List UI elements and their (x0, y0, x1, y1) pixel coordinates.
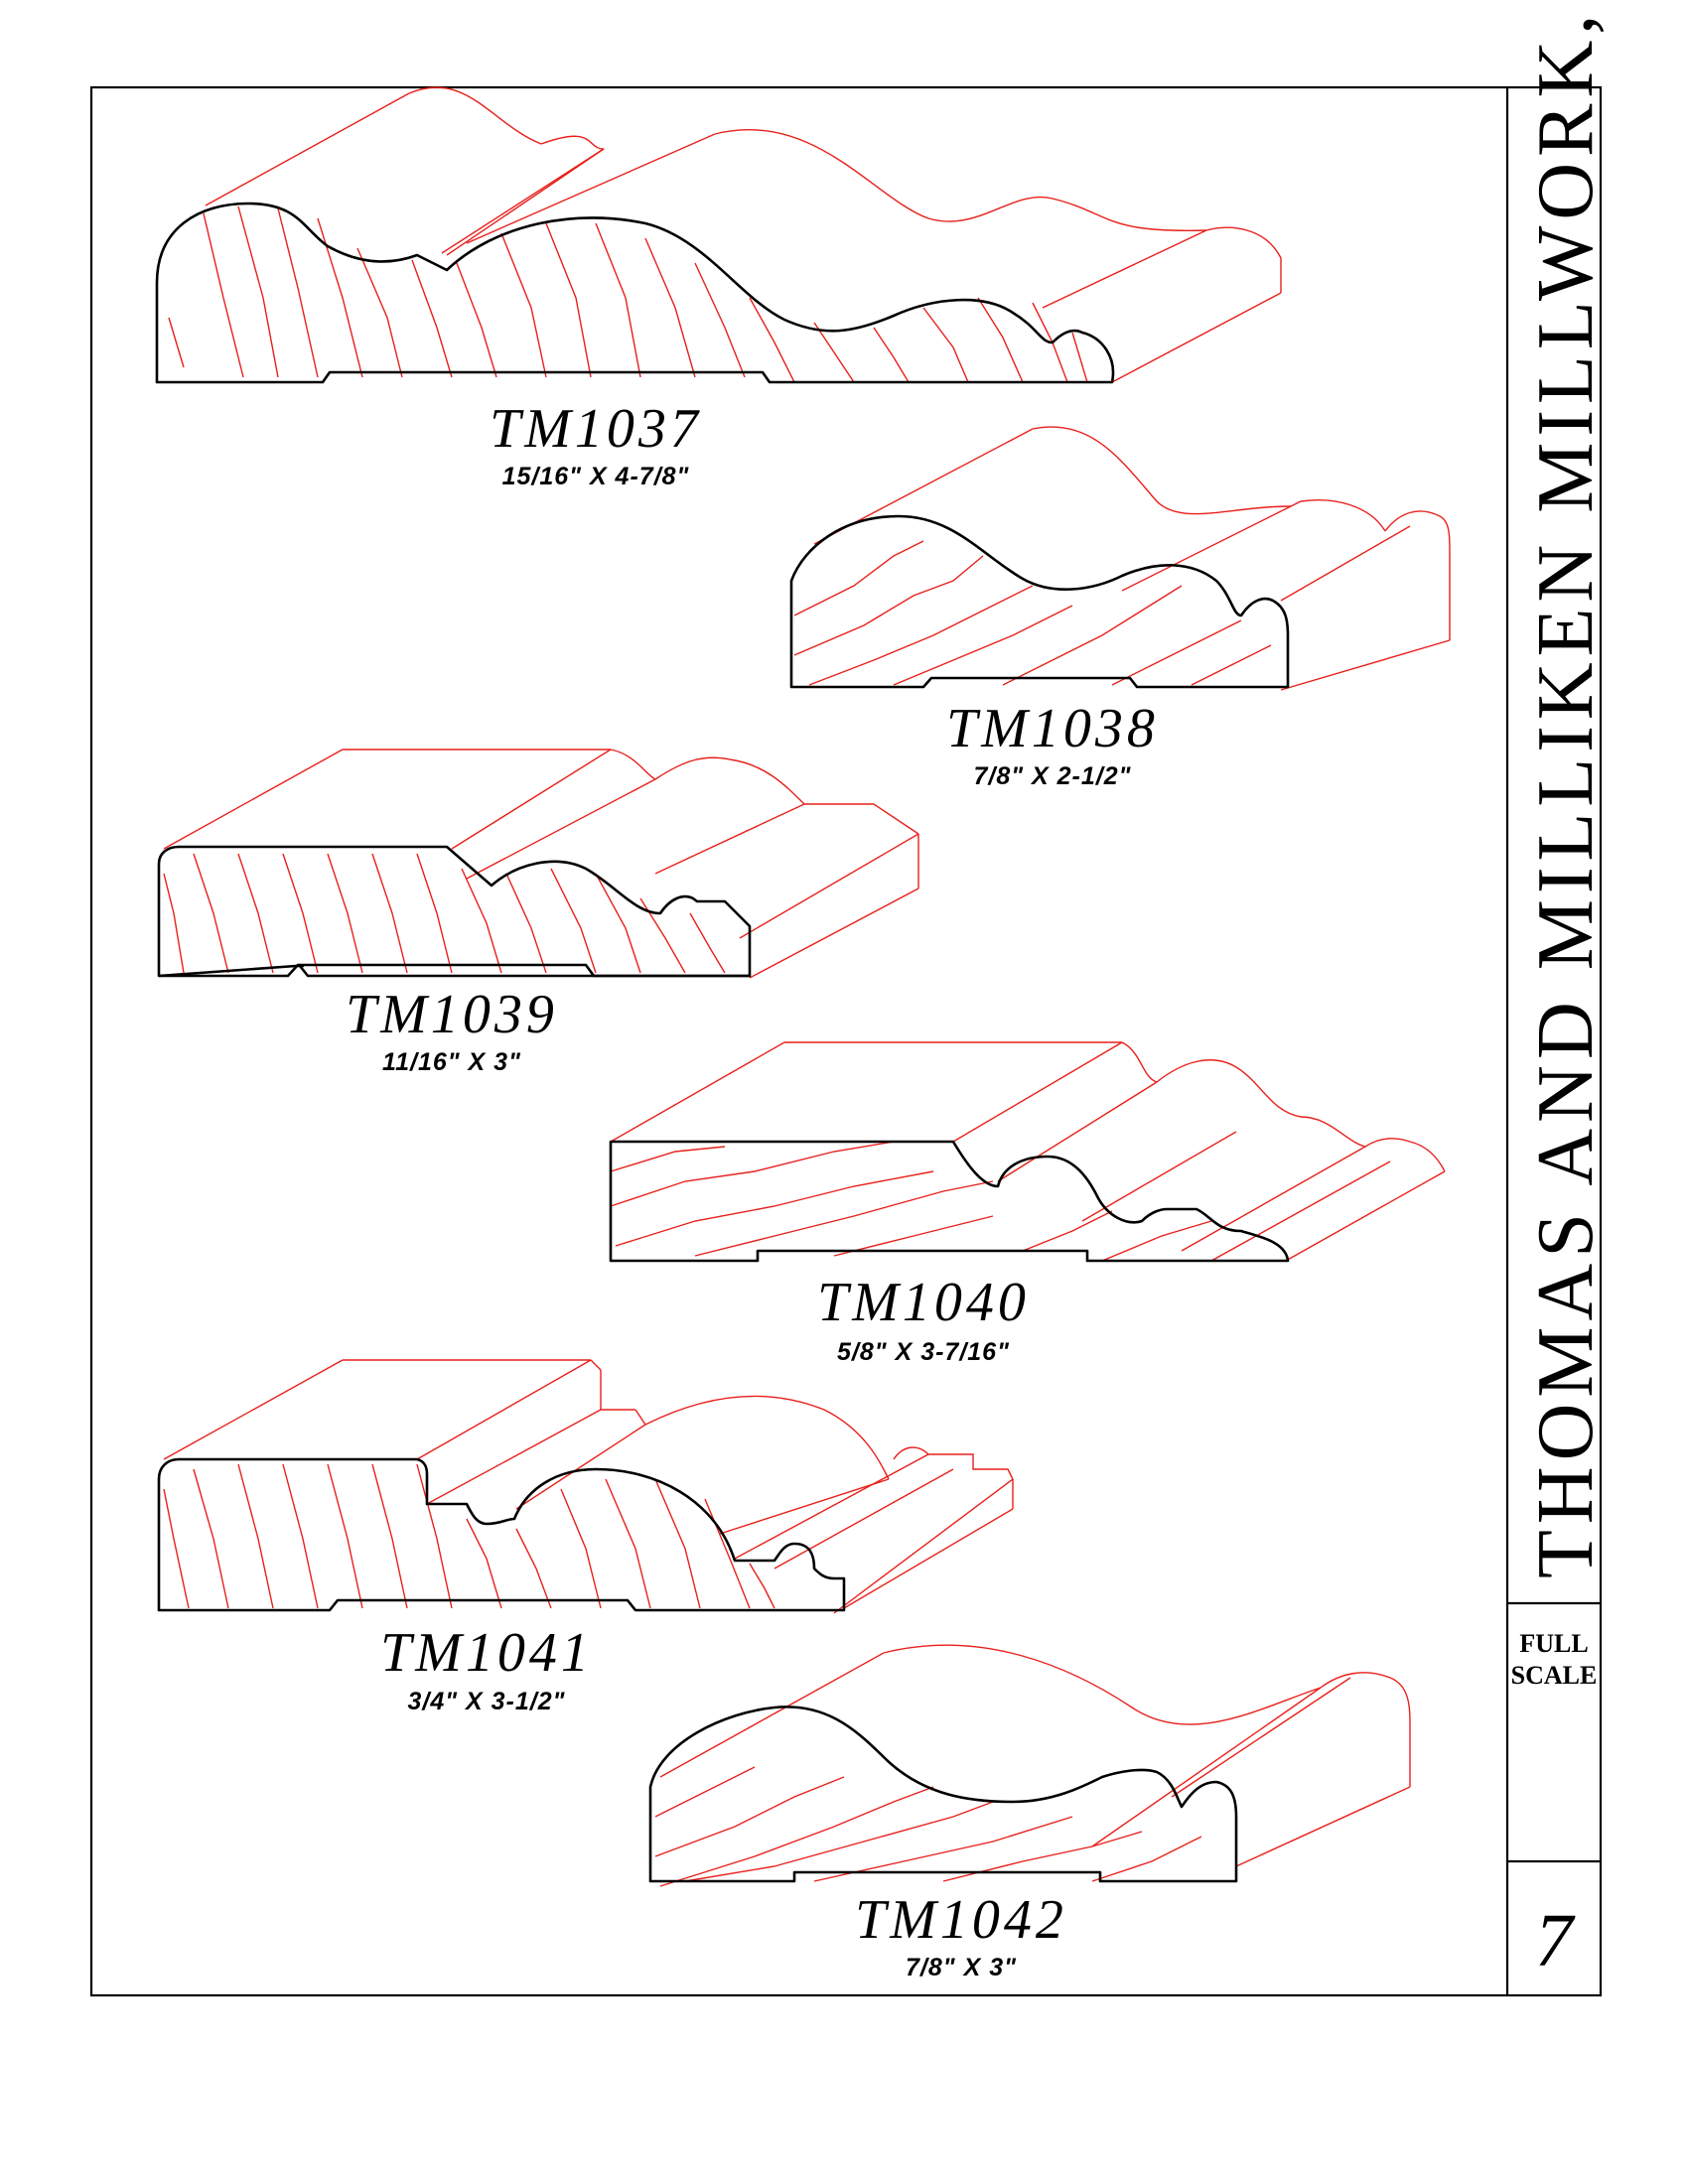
profile-tm1040-dims: 5/8" X 3-7/16" (837, 1338, 1010, 1366)
profile-tm1041-dims: 3/4" X 3-1/2" (407, 1688, 565, 1715)
profile-tm1039-grain (163, 853, 726, 974)
profile-tm1039-outline (157, 845, 752, 978)
profile-tm1038-dims: 7/8" X 2-1/2" (973, 762, 1131, 790)
scale-label-line2: SCALE (1511, 1661, 1598, 1690)
profile-tm1038-grain (793, 540, 1272, 686)
profile-tm1039-drawing (157, 749, 919, 979)
profile-tm1039-base-relief (159, 963, 750, 978)
profile-tm1037-perspective (205, 86, 1282, 383)
profile-tm1038-code: TM1038 (946, 698, 1159, 759)
profile-tm1037-outline (155, 202, 1115, 384)
profile-tm1040-grain (610, 1141, 1212, 1262)
profile-tm1040-drawing (609, 1041, 1446, 1263)
profile-tm1042-dims: 7/8" X 3" (906, 1954, 1017, 1981)
profile-tm1041-drawing (157, 1359, 1014, 1614)
profile-tm1042-code: TM1042 (855, 1889, 1067, 1951)
company-name: THOMAS AND MILLIKEN MILLWORK, INC. (1522, 0, 1610, 1578)
profile-tm1037-drawing (155, 86, 1282, 384)
page-number: 7 (1535, 1899, 1576, 1982)
profile-tm1042-perspective (659, 1644, 1411, 1867)
profile-tm1041-code: TM1041 (380, 1622, 593, 1684)
profile-tm1041-outline (157, 1457, 846, 1612)
profile-tm1042-drawing (648, 1644, 1411, 1887)
profile-tm1037-dims: 15/16" X 4-7/8" (502, 463, 690, 490)
profile-tm1037-grain (168, 205, 1088, 383)
profile-tm1040-outline (609, 1140, 1290, 1263)
profile-tm1038-drawing (789, 426, 1451, 691)
outer-frame (89, 85, 1603, 1997)
profile-tm1039-code: TM1039 (346, 984, 558, 1045)
profile-tm1042-grain (654, 1766, 1202, 1887)
profile-tm1039-dims: 11/16" X 3" (382, 1048, 521, 1076)
profile-tm1038-outline (789, 514, 1290, 689)
profile-tm1040-perspective (610, 1041, 1446, 1262)
profile-tm1037-code: TM1037 (490, 398, 702, 460)
profile-tm1041-grain (163, 1463, 775, 1609)
profile-tm1038-perspective (813, 426, 1451, 691)
profile-tm1040-code: TM1040 (817, 1272, 1030, 1333)
profile-tm1039-perspective (163, 749, 919, 979)
profile-tm1041-perspective (163, 1359, 1014, 1614)
profile-tm1042-outline (648, 1706, 1238, 1883)
scale-label-line1: FULL (1519, 1629, 1588, 1658)
